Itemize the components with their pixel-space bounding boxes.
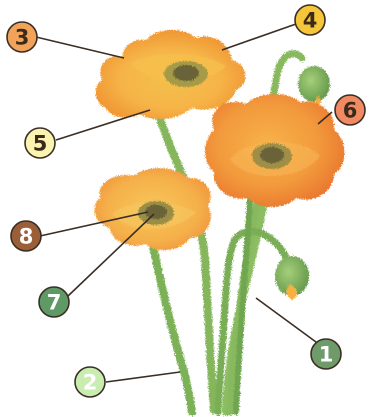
marker-number: 6 — [343, 99, 358, 123]
leader-line-4 — [222, 24, 296, 50]
marker-number: 7 — [47, 291, 62, 315]
leader-line-3 — [36, 37, 124, 58]
marker-5: 5 — [25, 128, 55, 158]
marker-1: 1 — [311, 339, 341, 369]
marker-number: 1 — [319, 343, 334, 367]
leader-line-5 — [56, 110, 150, 140]
marker-4: 4 — [295, 5, 325, 35]
marker-8: 8 — [11, 221, 41, 251]
flower-left — [95, 168, 211, 250]
marker-number: 3 — [15, 26, 30, 50]
marker-7: 7 — [39, 287, 69, 317]
bud-right — [275, 256, 309, 300]
marker-number: 5 — [33, 132, 48, 156]
marker-6: 6 — [335, 95, 365, 125]
stem-left-flower — [150, 232, 192, 412]
marker-3: 3 — [7, 22, 37, 52]
leader-line-1 — [256, 298, 316, 342]
marker-number: 4 — [303, 9, 318, 33]
flower-right — [205, 94, 345, 207]
bud-top — [298, 66, 330, 106]
marker-2: 2 — [75, 367, 105, 397]
marker-number: 8 — [19, 225, 34, 249]
marker-number: 2 — [83, 371, 98, 395]
leader-line-2 — [106, 372, 180, 382]
